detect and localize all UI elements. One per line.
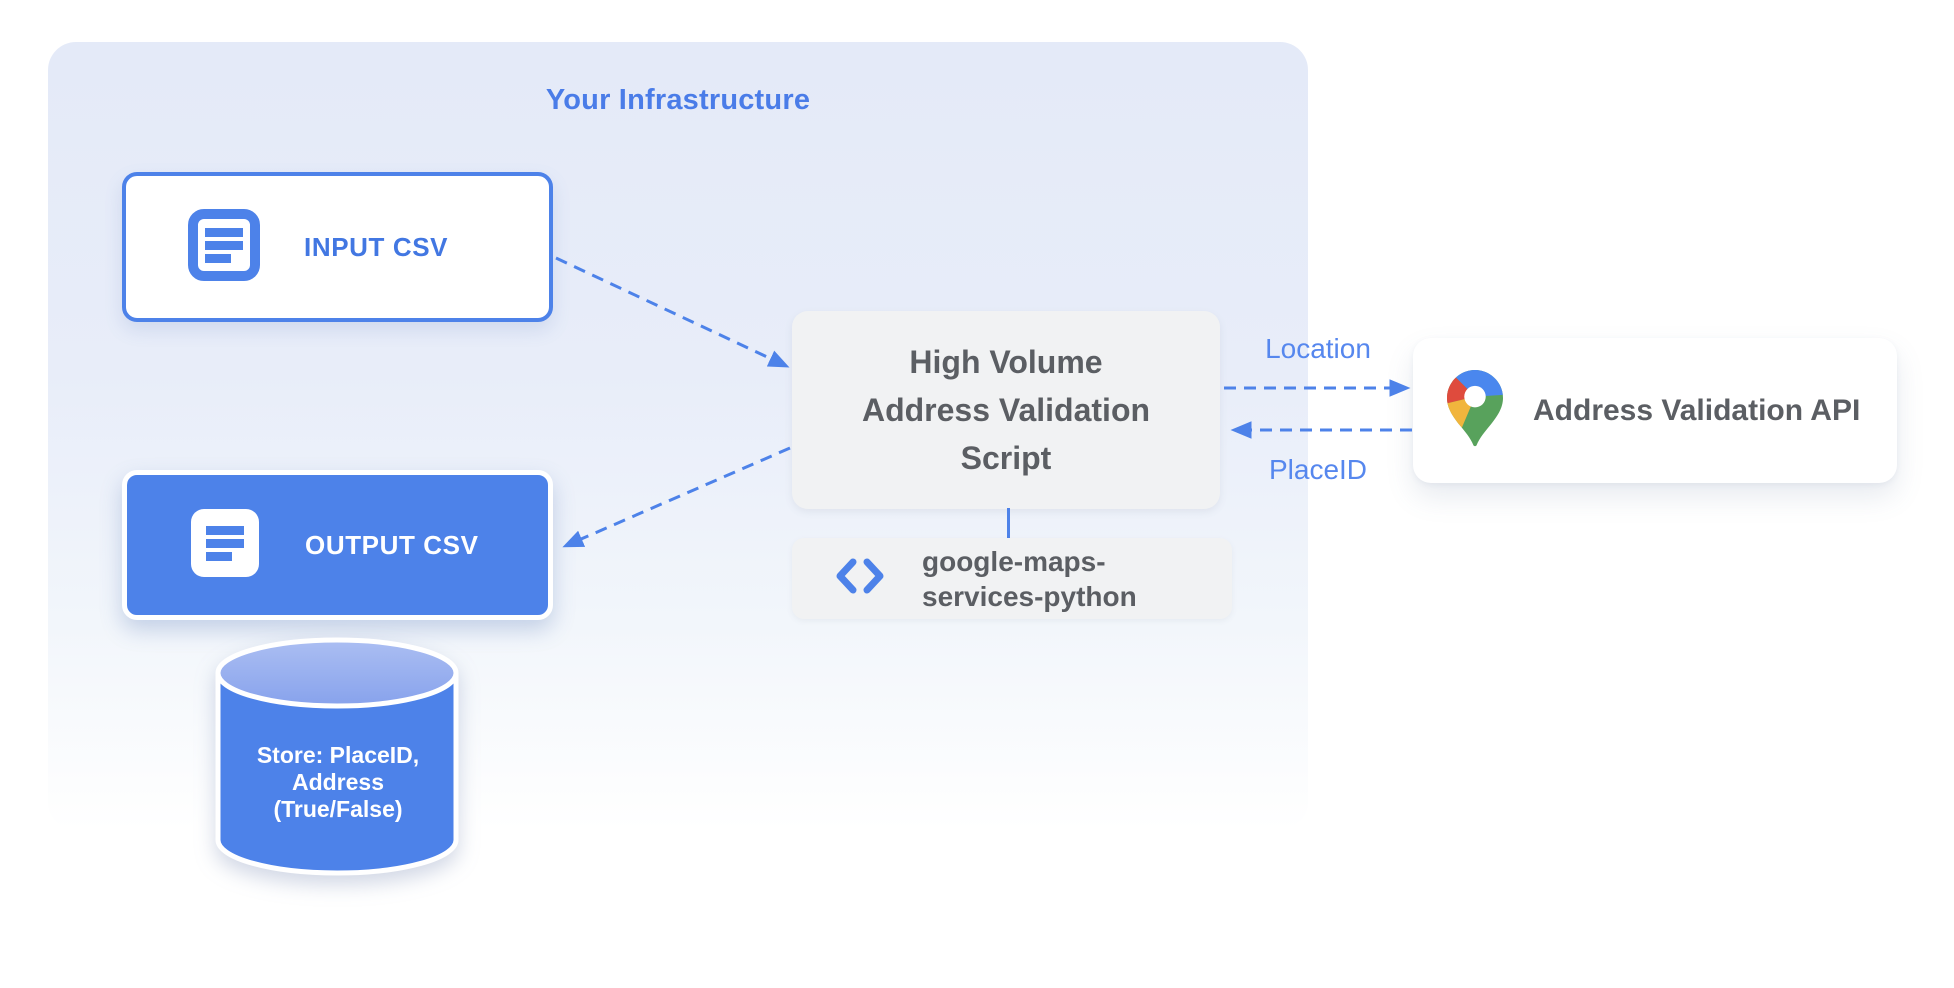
node-output-csv: OUTPUT CSV xyxy=(122,470,553,620)
node-label: OUTPUT CSV xyxy=(305,529,479,560)
node-library: google-maps- services-python xyxy=(792,538,1232,619)
document-icon xyxy=(188,208,260,286)
node-datastore xyxy=(215,637,459,882)
node-label: High Volume Address Validation Script xyxy=(861,344,1151,476)
node-label: Address Validation API xyxy=(1533,393,1861,427)
google-maps-pin-icon xyxy=(1447,369,1503,452)
node-address-validation-api: Address Validation API xyxy=(1413,338,1897,483)
edge-script-to-library xyxy=(1007,508,1010,539)
node-validation-script: High Volume Address Validation Script xyxy=(792,311,1220,509)
node-label: google-maps- services-python xyxy=(922,545,1137,612)
document-icon xyxy=(189,507,261,584)
node-label: INPUT CSV xyxy=(304,231,449,262)
datastore-label: Store: PlaceID, Address (True/False) xyxy=(256,742,420,822)
node-input-csv: INPUT CSV xyxy=(122,172,553,322)
edge-label-location: Location xyxy=(1265,333,1371,364)
edge-label-placeid: PlaceID xyxy=(1268,454,1368,485)
code-icon xyxy=(834,557,886,600)
infrastructure-title: Your Infrastructure xyxy=(545,84,811,116)
